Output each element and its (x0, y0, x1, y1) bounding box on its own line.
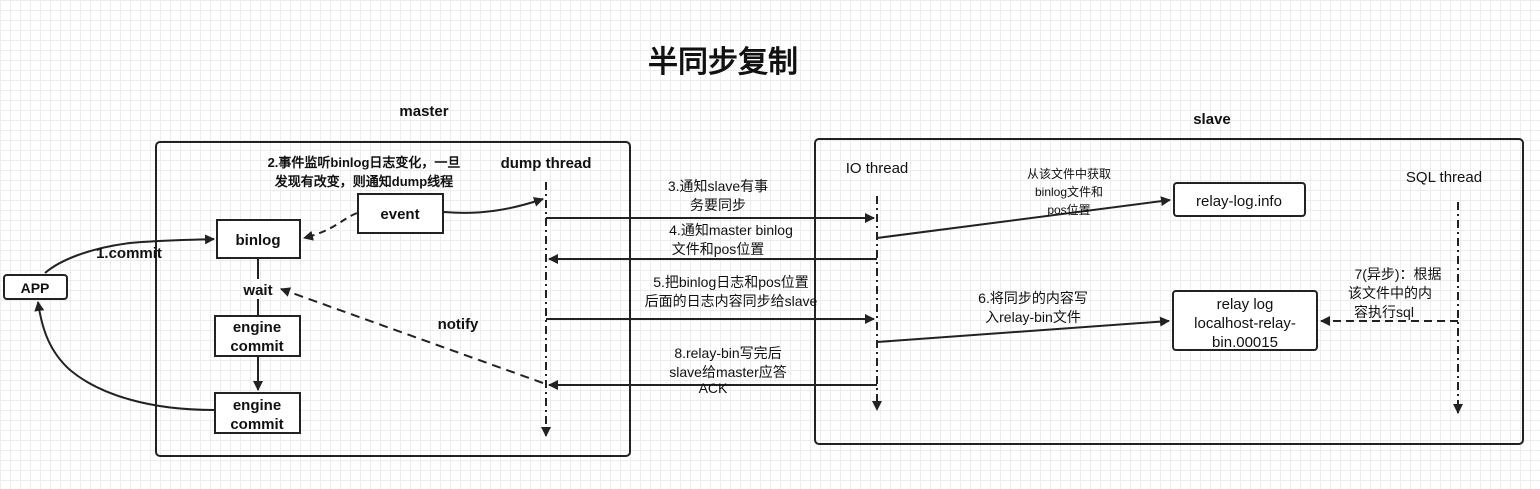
slave-label: slave (1193, 111, 1231, 128)
step3-line1: 3.通知slave有事 (668, 178, 768, 194)
relay-log-info-label: relay-log.info (1196, 193, 1282, 210)
engine-commit-1-line1: engine (233, 319, 281, 336)
step4-line1: 4.通知master binlog (669, 222, 793, 238)
app-box (3, 274, 68, 300)
event-to-binlog-arrow (303, 212, 358, 241)
fetch-note-line2: binlog文件和 (1035, 184, 1103, 199)
step3-line2: 务要同步 (690, 197, 746, 213)
step8-line2: slave给master应答 (669, 364, 786, 380)
fetch-note-line1: 从该文件中获取 (1027, 166, 1111, 181)
step7-line3: 容执行sql (1354, 304, 1414, 320)
binlog-box (216, 219, 301, 259)
relay-log-line2: localhost-relay- (1194, 315, 1296, 332)
step4-line2: 文件和pos位置 (672, 241, 765, 257)
event-label: event (380, 206, 419, 223)
step8-line3: ACK (699, 380, 728, 396)
engine-commit-2-line1: engine (233, 397, 281, 414)
binlog-label: binlog (236, 232, 281, 249)
step1-commit-label: 1.commit (96, 245, 162, 262)
step6-arrow (876, 316, 1170, 343)
relay-log-line1: relay log (1217, 296, 1274, 313)
engine-commit-box-1 (214, 315, 301, 357)
master-label: master (399, 103, 448, 120)
step8-line1: 8.relay-bin写完后 (674, 345, 781, 361)
step7-line1: 7(异步)：根据 (1354, 266, 1441, 282)
step1-commit-arrow (44, 234, 215, 274)
relay-log-box (1172, 290, 1318, 351)
io-thread-label: IO thread (846, 160, 909, 177)
diagram-title: 半同步复制 (648, 46, 798, 79)
io-to-relay-log-info-arrow (876, 196, 1171, 239)
app-label: APP (21, 280, 50, 296)
event-to-dump-thread-arrow (443, 197, 544, 214)
step7-line2: 该文件中的内 (1348, 285, 1432, 301)
dump-thread-label: dump thread (501, 155, 592, 172)
slave-container (814, 138, 1524, 445)
event-box (357, 193, 444, 234)
notify-label: notify (438, 316, 479, 333)
step5-line2: 后面的日志内容同步给slave (645, 293, 818, 309)
relay-log-line3: bin.00015 (1212, 334, 1278, 351)
step2-note-line1: 2.事件监听binlog日志变化，一旦 (268, 155, 461, 170)
step6-line2: 入relay-bin文件 (985, 309, 1081, 325)
relay-log-info-box (1173, 182, 1306, 217)
step6-line1: 6.将同步的内容写 (978, 290, 1088, 306)
notify-arrow (280, 287, 544, 384)
engine-commit-to-app-arrow (34, 301, 215, 411)
step2-note-line2: 发现有改变，则通知dump线程 (274, 174, 453, 189)
engine-commit-2-line2: commit (230, 416, 283, 433)
sql-thread-label: SQL thread (1406, 169, 1482, 186)
wait-label: wait (242, 282, 272, 299)
engine-commit-1-line2: commit (230, 338, 283, 355)
step5-line1: 5.把binlog日志和pos位置 (653, 274, 809, 290)
fetch-note-line3: pos位置 (1047, 202, 1090, 217)
master-container (155, 141, 631, 457)
engine-commit-box-2 (214, 392, 301, 434)
